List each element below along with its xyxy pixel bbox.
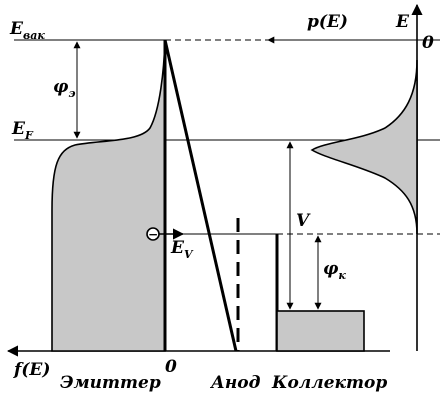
phi-k-label: φ xyxy=(323,259,339,279)
svg-text:EF: EF xyxy=(11,119,34,142)
svg-text:Eвак: Eвак xyxy=(9,19,45,42)
emitter-distribution-fill xyxy=(51,39,166,352)
svg-text:φэ: φэ xyxy=(53,77,76,100)
svg-text:φк: φк xyxy=(323,259,346,282)
collector-current-box xyxy=(276,310,365,352)
phi-e-subscript: э xyxy=(68,87,75,100)
electron-sign: − xyxy=(148,228,158,242)
e-f-label: E xyxy=(11,119,26,139)
phi-e-label: φ xyxy=(53,77,69,97)
e-v-label: E xyxy=(170,238,185,258)
e-f-subscript: F xyxy=(24,129,34,142)
potential-slope xyxy=(163,39,238,352)
p-e-label: p(E) xyxy=(307,12,348,32)
svg-text:EV: EV xyxy=(170,238,194,261)
electron-icon xyxy=(146,227,160,241)
e-vac-label: E xyxy=(9,19,24,39)
energy-axis-label: E xyxy=(395,12,410,32)
phi-k-subscript: к xyxy=(338,269,346,282)
collector-label: Коллектор xyxy=(271,373,387,393)
p-e-distribution xyxy=(310,59,418,235)
v-label: V xyxy=(296,211,311,231)
f-e-label: f(E) xyxy=(13,360,50,380)
anode-label: Анод xyxy=(209,373,261,393)
e-v-subscript: V xyxy=(184,248,194,261)
emitter-label: Эмиттер xyxy=(60,373,161,393)
zero-top-label: 0 xyxy=(422,33,434,53)
zero-bottom-label: 0 xyxy=(165,357,177,377)
e-vac-subscript: вак xyxy=(23,29,45,42)
